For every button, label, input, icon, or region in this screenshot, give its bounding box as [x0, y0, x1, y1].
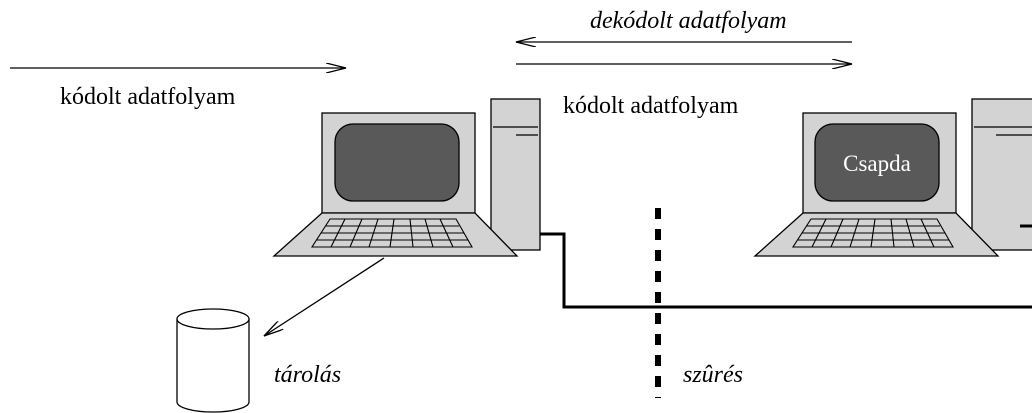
encoded-stream-label-right: kódolt adatfolyam	[563, 93, 739, 119]
desktop-computer-icon: Csapda	[753, 98, 1032, 257]
monitor-screen	[334, 123, 460, 202]
storage-label: tárolás	[274, 362, 341, 388]
filter-label: szûrés	[683, 362, 743, 388]
monitor-screen	[814, 123, 940, 202]
cylinder-storage-icon	[176, 308, 250, 413]
decoded-stream-label: dekódolt adatfolyam	[590, 8, 787, 34]
desktop-computer-icon	[272, 98, 541, 257]
keyboard	[753, 212, 1000, 257]
encoded-stream-label-left: kódolt adatfolyam	[60, 84, 236, 110]
keyboard	[272, 212, 519, 257]
network-cable	[540, 232, 1032, 309]
trap-screen-label: Csapda	[843, 151, 911, 176]
tower-case	[490, 98, 541, 251]
storage-arrow	[264, 257, 385, 336]
